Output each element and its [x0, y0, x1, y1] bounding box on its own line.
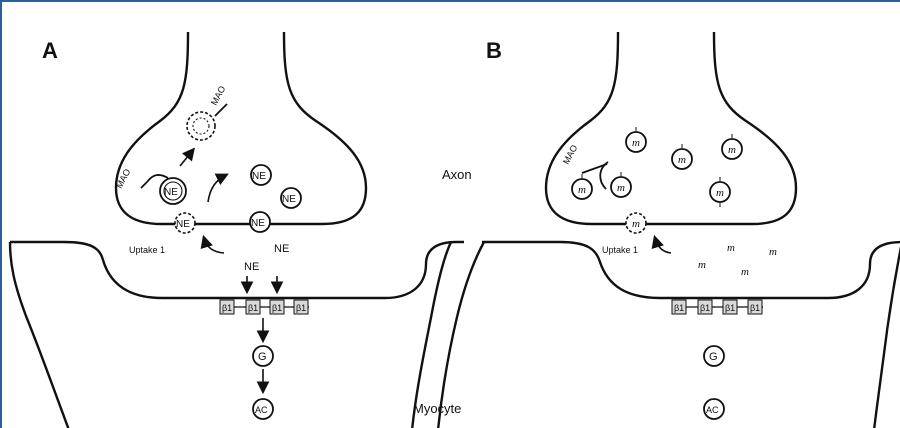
panel-b-vesicle-3: m [722, 134, 742, 159]
panel-a-free-ne-1: NE [244, 261, 259, 273]
panel-b-mao-label: MAO [561, 143, 579, 166]
panel-a-receptor-1: β1 [222, 303, 232, 313]
panel-a-arrow-uptake [204, 238, 224, 253]
panel-b-free-m-4: m [769, 246, 777, 258]
panel-b-vesicle-2-label: m [678, 154, 686, 166]
panel-b-receptor-4: β1 [750, 303, 760, 313]
panel-a-receptor-2: β1 [248, 303, 258, 313]
panel-a-vesicle-1: NE [160, 178, 186, 204]
panel-a-ac-enzyme: AC [253, 399, 273, 419]
panel-b-vesicle-1-label: m [632, 137, 640, 149]
panel-b-vesicle-2: m [672, 144, 692, 169]
panel-b-myocyte-right-wall [874, 242, 900, 428]
panel-a-vesicle-2: NE [251, 165, 271, 185]
panel-a-mao-left-stem [141, 182, 147, 188]
panel-b-receptor-1: β1 [674, 303, 684, 313]
panel-b-mao-stem [582, 164, 607, 173]
panel-a-g-protein: G [253, 346, 273, 366]
panel-a-ac-label: AC [255, 405, 268, 415]
panel-b-vesicle-6-label: m [617, 182, 625, 194]
panel-b-myocyte-membrane [482, 242, 900, 298]
panel-a-vesicle-3: NE [281, 188, 301, 208]
panel-a-vesicle-5-label: NE [176, 219, 190, 230]
panel-b-uptake-label: Uptake 1 [602, 245, 638, 255]
panel-b-free-m-1: m [698, 259, 706, 271]
panel-b-ac-enzyme: AC [704, 399, 724, 419]
panel-a-vesicle-3-label: NE [282, 194, 296, 205]
panel-b-receptor-2: β1 [700, 303, 710, 313]
panel-a-vesicle-4: NE [250, 212, 270, 232]
panel-b-free-m-2: m [727, 242, 735, 254]
panel-b-g-protein: G [704, 346, 724, 366]
panel-b-free-m-3: m [741, 266, 749, 278]
myocyte-label: Myocyte [413, 401, 461, 416]
panel-a-arrow-degrade [180, 150, 193, 166]
panel-a-degraded-vesicle [187, 112, 215, 140]
panel-a-vesicle-4-label: NE [251, 218, 265, 229]
panel-b-vesicle-3-label: m [728, 144, 736, 156]
panel-b-vesicle-6: m [611, 172, 631, 197]
panel-b-vesicle-5: m [572, 174, 592, 199]
panel-a-label: A [42, 38, 58, 63]
panel-a-arrow-reuptake-inside [208, 175, 226, 202]
panel-b-receptor-3: β1 [725, 303, 735, 313]
axon-label: Axon [442, 167, 472, 182]
panel-b-vesicle-5-label: m [578, 184, 586, 196]
panel-b-arrow-uptake [655, 238, 671, 253]
panel-a-uptake-label: Uptake 1 [129, 245, 165, 255]
panel-b-receptor-row: β1 β1 β1 β1 [672, 300, 763, 314]
panel-b-label: B [486, 38, 502, 63]
panel-b-vesicle-7-label: m [632, 218, 640, 230]
panel-b-ac-label: AC [706, 405, 719, 415]
panel-a-axon-terminal [116, 32, 366, 224]
panel-a-receptor-4: β1 [296, 303, 306, 313]
panel-a-receptor-row: β1 β1 β1 β1 [220, 300, 309, 314]
panel-a-mao-top-label: MAO [209, 84, 227, 107]
panel-a-myocyte-membrane [10, 242, 464, 298]
panel-b-g-label: G [709, 351, 718, 363]
panel-b-dotted-vesicle: m [626, 213, 646, 233]
panel-b-vesicle-1: m [626, 127, 646, 152]
panel-a-myocyte-left-wall [10, 242, 69, 428]
panel-a-vesicle-2-label: NE [252, 171, 266, 182]
panel-a-dotted-vesicle: NE [175, 213, 195, 233]
panel-a-vesicle-1-label: NE [164, 187, 178, 198]
panel-b-vesicle-4-label: m [716, 187, 724, 199]
panel-a-mao-left-label: MAO [114, 167, 132, 190]
panel-a-receptor-3: β1 [272, 303, 282, 313]
panel-b-vesicle-4: m [710, 177, 730, 207]
panel-a-g-label: G [258, 351, 267, 363]
panel-a-free-ne-2: NE [274, 243, 289, 255]
